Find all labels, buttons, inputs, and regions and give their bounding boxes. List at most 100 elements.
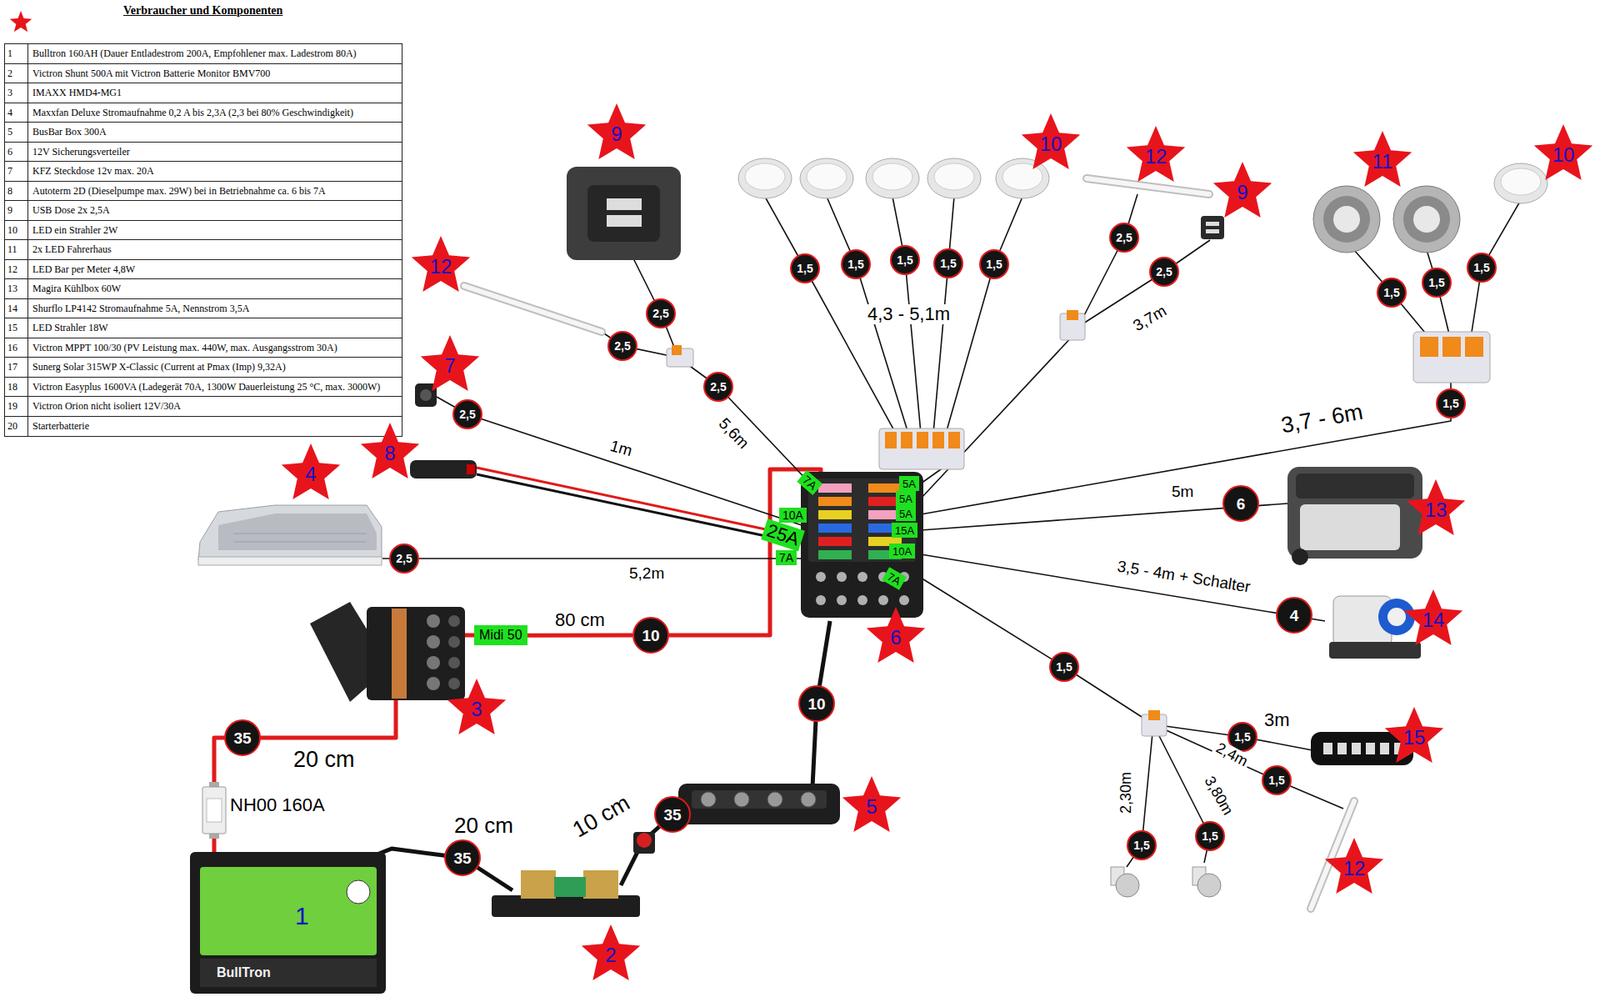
callout-number: 5 <box>865 796 877 817</box>
usb-socket-picture <box>587 185 660 242</box>
dimension-label: 3m <box>1261 710 1293 730</box>
wire-gauge: 35 <box>663 806 681 823</box>
usb-socket-picture <box>1205 229 1220 234</box>
dimension-label: 10 cm <box>566 789 637 844</box>
distributor-picture <box>448 615 460 627</box>
fuse-rating-box: 25A <box>760 518 805 551</box>
table-number: 6 <box>7 145 13 159</box>
reading-light-picture <box>1197 873 1221 897</box>
midi-fuse-box: Midi 50 <box>474 625 528 645</box>
callout-star: 12 <box>1125 124 1187 186</box>
star-shape <box>587 103 646 160</box>
nh00-fuse-picture <box>206 798 222 822</box>
star-shape <box>360 422 420 479</box>
fuse-rating: 10A <box>782 508 804 522</box>
table-text: 2x LED Fahrerhaus <box>32 243 112 256</box>
fuse-rating-box: 5A <box>899 475 920 491</box>
wago-clamp-picture <box>671 345 682 355</box>
star-shape <box>411 235 470 292</box>
wire-gauge: 35 <box>233 730 251 746</box>
table-cell: Bulltron 160AH (Dauer Entladestrom 200A,… <box>28 44 402 64</box>
fuse-rating: 5A <box>899 492 913 505</box>
table-cell: 2x LED Fahrerhaus <box>28 240 402 260</box>
callout-star: 9 <box>585 101 648 164</box>
fuse-rating-box: 5A <box>895 505 916 521</box>
dimension-label: 3,7m <box>1128 300 1172 336</box>
cool-box-picture <box>1287 466 1423 559</box>
wire-gauge-circle: 1,5 <box>1435 388 1466 419</box>
led-bar-picture <box>1086 178 1210 195</box>
wire-gauge-circle: 1,5 <box>1049 651 1080 682</box>
table-number: 17 <box>7 360 18 374</box>
table-number: 8 <box>7 185 13 198</box>
wire-gauge-circle: 2,5 <box>703 371 734 402</box>
roof-fan-picture <box>198 505 382 560</box>
wire-gauge: 2,5 <box>1155 265 1172 278</box>
table-row: 8Autoterm 2D (Dieselpumpe max. 29W) bei … <box>4 180 403 202</box>
fuse-rating: Midi 50 <box>479 627 523 642</box>
consumer-wire <box>633 258 679 358</box>
water-pump-picture <box>1329 595 1421 659</box>
reading-light-picture <box>1115 873 1140 897</box>
power-wire-red <box>476 467 774 531</box>
busbar-picture <box>734 791 750 807</box>
water-pump-picture <box>1387 607 1406 626</box>
star-shape <box>1126 125 1185 182</box>
table-number: 13 <box>7 282 18 295</box>
ceiling-light-picture <box>927 158 981 199</box>
table-cell: Magira Kühlbox 60W <box>28 279 402 299</box>
fuse-rating-box: 7A <box>775 550 797 565</box>
table-cell: 12V Sicherungsverteiler <box>28 142 402 162</box>
ceiling-light-picture <box>872 163 913 190</box>
table-cell: IMAXX HMD4-MG1 <box>28 83 402 103</box>
wire-gauge: 1,5 <box>1473 261 1490 274</box>
table-cell: BusBar Box 300A <box>28 122 402 142</box>
wire-gauge: 1,5 <box>1055 660 1072 673</box>
wire-gauge-circle: 2,5 <box>1109 222 1140 253</box>
decor-star <box>10 10 33 32</box>
table-text: IMAXX HMD4-MG1 <box>32 86 122 100</box>
fuse-box-picture <box>878 595 889 605</box>
ceiling-light-picture <box>1002 163 1043 190</box>
led-floodlight-picture <box>1365 742 1375 755</box>
brand-label: BullTron <box>216 965 271 980</box>
cool-box-picture <box>1300 504 1400 550</box>
wire-gauge-circle: 1,5 <box>1376 277 1407 308</box>
table-cell: 13 <box>5 279 29 299</box>
callout-number: 3 <box>470 699 482 720</box>
roof-fan-picture <box>218 513 377 550</box>
wire-gauge: 1,5 <box>1428 276 1445 289</box>
ceiling-light-picture <box>1500 168 1541 195</box>
table-number: 15 <box>7 321 18 335</box>
battery-switch-picture <box>636 832 652 848</box>
edge-label: 80 cm <box>552 610 608 630</box>
table-cell: 17 <box>5 357 29 377</box>
distributor-picture <box>366 606 465 700</box>
table-row: 2Victron Shunt 500A mit Victron Batterie… <box>4 63 403 85</box>
distributor-picture <box>448 656 460 669</box>
distributor-picture <box>426 614 440 628</box>
star-shape <box>1385 706 1444 763</box>
wire-gauge: 10 <box>807 695 825 712</box>
fuse-rating-box: 7A <box>796 470 823 495</box>
led-bar-picture <box>1086 178 1210 195</box>
callout-number: 13 <box>1425 500 1448 520</box>
callout-number: 12 <box>1145 146 1168 167</box>
fuse-box-picture <box>808 478 916 562</box>
spot-light-picture <box>1403 195 1450 243</box>
table-text: Victron Shunt 500A mit Victron Batterie … <box>32 67 270 80</box>
callout-number: 2 <box>605 945 616 965</box>
fuse-rating: 25A <box>764 520 802 550</box>
distributor-picture <box>448 635 460 648</box>
table-cell: Shurflo LP4142 Stromaufnahme 5A, Nennstr… <box>28 299 402 319</box>
callout-number: 4 <box>305 464 316 485</box>
table-row: 112x LED Fahrerhaus <box>4 239 403 260</box>
table-cell: 6 <box>5 142 29 162</box>
callout-star: 14 <box>1402 587 1465 650</box>
table-cell: 15 <box>5 318 29 338</box>
table-cell: 2 <box>5 64 29 84</box>
callout-number: 7 <box>444 355 455 376</box>
wire-gauge: 2,5 <box>710 380 726 393</box>
callout-star: 13 <box>1405 477 1467 540</box>
wago-clamp-picture <box>932 431 945 449</box>
